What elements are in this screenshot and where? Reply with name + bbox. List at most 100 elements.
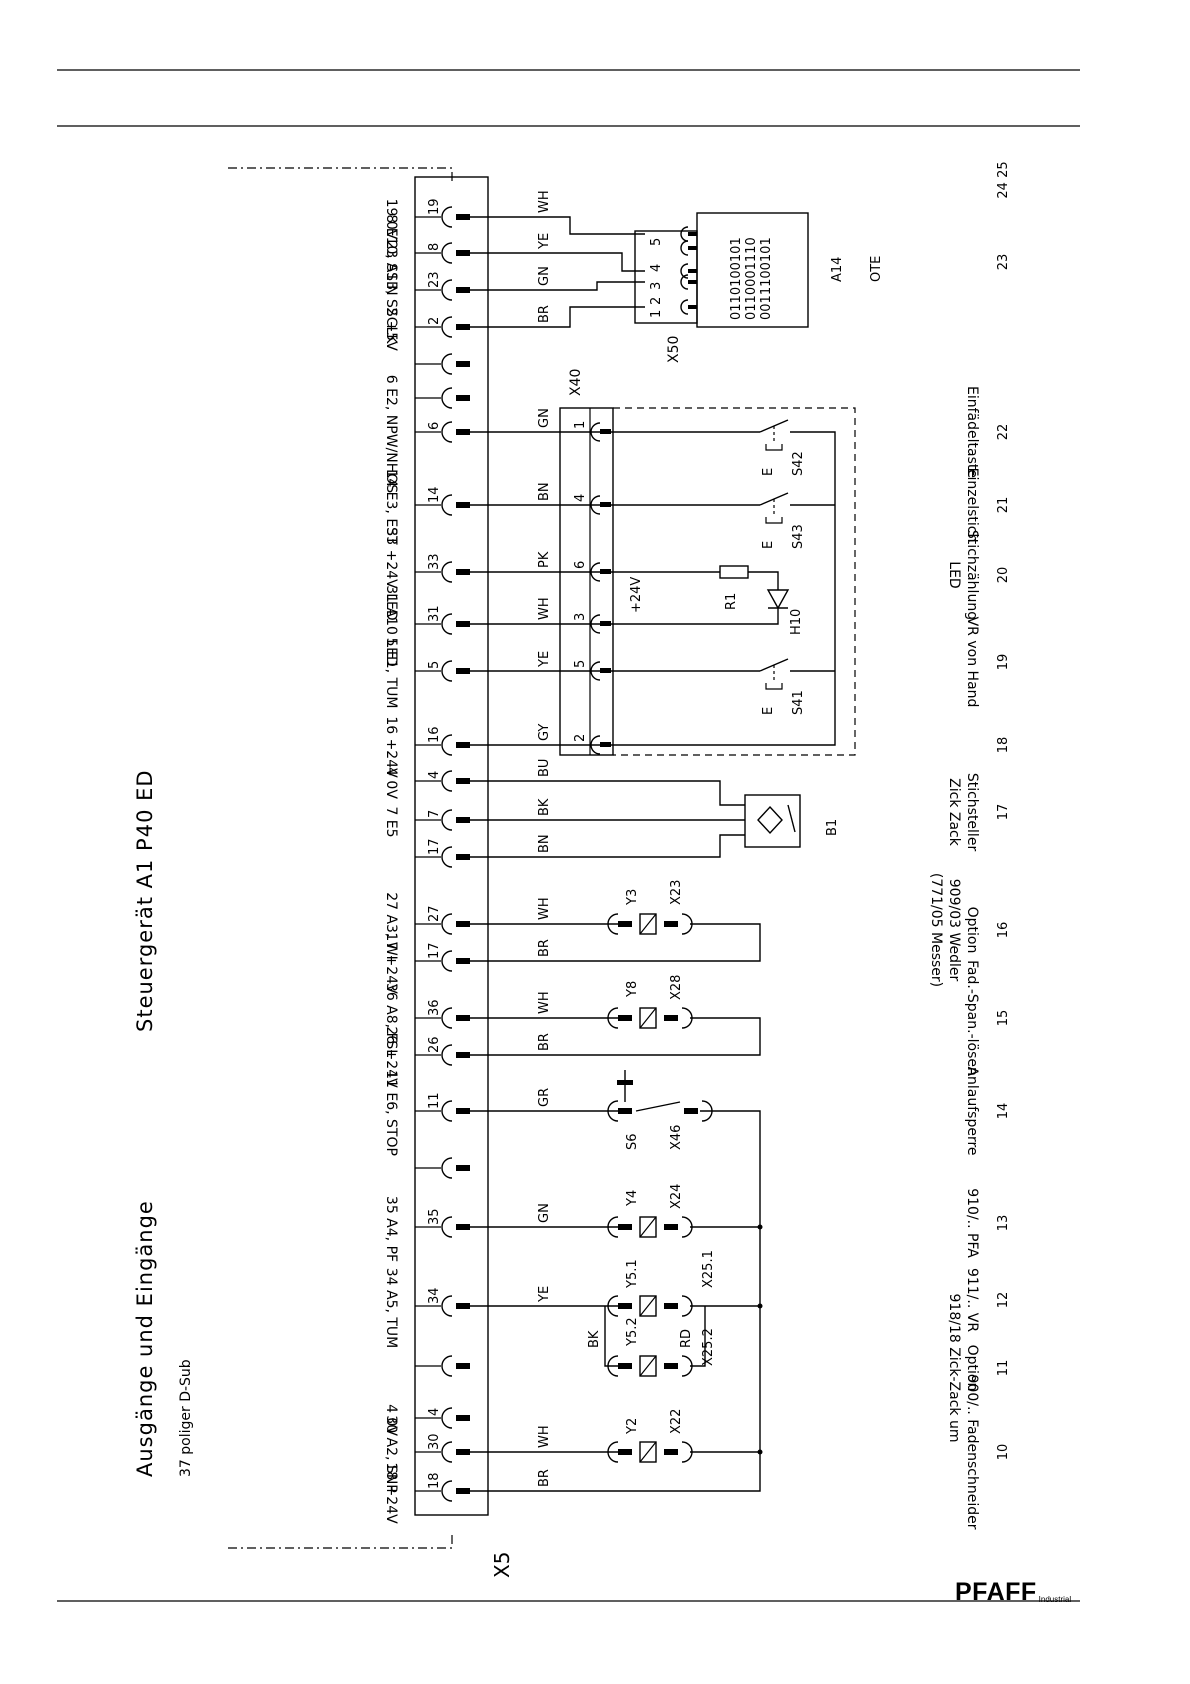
switch-label: S42 bbox=[791, 451, 806, 476]
x50-socket bbox=[680, 299, 689, 315]
pin-contact bbox=[456, 817, 470, 823]
pin-signal: 11 E6, STOP bbox=[383, 1070, 399, 1156]
x50-socket bbox=[680, 240, 689, 256]
x40-pin-number: 5 bbox=[573, 660, 588, 668]
wire-color: WH bbox=[537, 991, 552, 1014]
x40-pin-number: 6 bbox=[573, 561, 588, 569]
r1-label: R1 bbox=[724, 593, 739, 610]
junction-dot bbox=[757, 1449, 763, 1455]
wire-color: GR bbox=[537, 1088, 552, 1107]
pin-number: 17 bbox=[427, 942, 442, 959]
function-text-2: LED bbox=[946, 561, 962, 588]
pin-number: 14 bbox=[427, 486, 442, 503]
x40-contact bbox=[600, 569, 611, 574]
pin-row bbox=[415, 1355, 470, 1377]
plug-socket bbox=[607, 913, 619, 935]
plug-socket bbox=[681, 1441, 693, 1463]
solenoid-valve bbox=[607, 1355, 693, 1377]
pin-number: 4 bbox=[427, 771, 442, 779]
pin-row bbox=[415, 353, 470, 375]
junction-dot bbox=[757, 1224, 763, 1230]
bk-label: BK bbox=[587, 1330, 602, 1348]
solenoid-valve bbox=[607, 1441, 693, 1463]
pin-socket bbox=[441, 1295, 453, 1317]
pin-socket bbox=[441, 1007, 453, 1029]
pin-number: 30 bbox=[427, 1433, 442, 1450]
coil-diagonal bbox=[639, 1216, 657, 1238]
switch-label: S43 bbox=[791, 524, 806, 549]
pin-signal: 4 0V bbox=[383, 1404, 399, 1436]
pin-number: 35 bbox=[427, 1208, 442, 1225]
pin-contact bbox=[456, 429, 470, 435]
coil bbox=[639, 1355, 657, 1377]
pin-number: 2 bbox=[427, 317, 442, 325]
function-text: Option bbox=[964, 907, 980, 954]
pin-signal: 31 A10 LED bbox=[383, 585, 399, 667]
pin-number: 23 bbox=[427, 271, 442, 288]
function-text: Einzelstich bbox=[964, 468, 980, 543]
plug-socket bbox=[607, 1216, 619, 1238]
wire-color: WH bbox=[537, 597, 552, 620]
plug-contact bbox=[664, 1224, 678, 1230]
coil bbox=[639, 1007, 657, 1029]
x40-socket bbox=[590, 422, 601, 442]
function-column: 24 25 bbox=[996, 161, 1011, 198]
column-number: 23 bbox=[996, 254, 1011, 271]
x50-label: X50 bbox=[666, 336, 682, 363]
pin-contact bbox=[456, 1052, 470, 1058]
wire-color: GN bbox=[537, 266, 552, 286]
x50-contact bbox=[688, 269, 697, 273]
rd-label: RD bbox=[679, 1329, 694, 1348]
switch-button bbox=[765, 444, 783, 451]
solenoid-label: Y5.2 bbox=[625, 1317, 640, 1347]
pin-number: 17 bbox=[427, 838, 442, 855]
function-column: 23 bbox=[996, 254, 1011, 271]
column-number: 11 bbox=[996, 1360, 1011, 1377]
wire-color: BR bbox=[537, 1469, 552, 1487]
plug-socket bbox=[607, 1355, 619, 1377]
solenoid-label: Y2 bbox=[625, 1418, 640, 1435]
pin-contact bbox=[456, 958, 470, 964]
plug-label: X24 bbox=[669, 1184, 684, 1209]
pin-signal: 5 E1, TUM bbox=[383, 638, 399, 709]
diagram-title: Steuergerät A1 P40 ED bbox=[133, 769, 157, 1032]
plug-contact bbox=[618, 1015, 632, 1021]
pin-row bbox=[415, 387, 470, 409]
pin-signal: 23 A13, SSCLK bbox=[383, 240, 399, 344]
wire-color: WH bbox=[537, 1425, 552, 1448]
pushbutton-switch bbox=[759, 492, 789, 524]
pin-signal: 2 +5V bbox=[383, 307, 399, 351]
a14-type: OTE bbox=[869, 256, 884, 282]
a14-ote-module: 0110100101 0110001110 0011100101 A14 OTE… bbox=[634, 212, 884, 363]
pin-contact bbox=[456, 1363, 470, 1369]
x40-supply: +24V bbox=[629, 577, 644, 613]
wire-color: YE bbox=[537, 651, 552, 668]
plug-label: X25.1 bbox=[701, 1250, 716, 1288]
a14-row-2: 0110001110 bbox=[744, 237, 759, 320]
pin-socket bbox=[441, 494, 453, 516]
x40-connector bbox=[559, 407, 614, 756]
wire-sol-ret-1 bbox=[470, 1017, 761, 1056]
x40-socket bbox=[590, 614, 601, 634]
pin-contact bbox=[456, 742, 470, 748]
plug-socket bbox=[681, 1216, 693, 1238]
switch-s6 bbox=[607, 1070, 713, 1122]
pin-number: 8 bbox=[427, 243, 442, 251]
column-number: 16 bbox=[996, 922, 1011, 939]
pin-contact bbox=[456, 1224, 470, 1230]
function-text: Einfädeltaste bbox=[964, 386, 980, 478]
function-text: Anlaufsperre bbox=[964, 1066, 980, 1155]
